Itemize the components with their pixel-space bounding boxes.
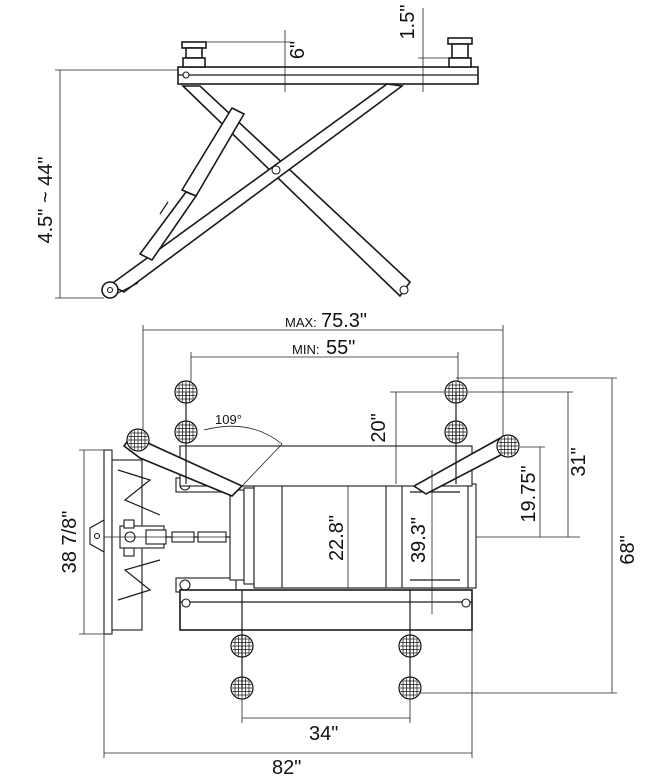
center-pivot [271, 165, 281, 175]
cylinder-bottom-eye [179, 579, 191, 591]
dim-frame-width: 38 7/8" [59, 511, 81, 574]
dim-min-value: 55" [326, 337, 355, 359]
pad-left-side [181, 41, 207, 68]
angle-arc [203, 425, 283, 445]
base-roller-hub [106, 286, 114, 294]
dim-overall-length: 82" [272, 757, 301, 778]
left-linkage-top [117, 469, 161, 516]
dim-top-offset: 6" [287, 41, 309, 59]
dim-angle: 109° [215, 412, 242, 427]
platform-left-panel [281, 483, 387, 589]
base-link [117, 282, 139, 294]
dim-pad-spacing: 34" [309, 723, 338, 745]
dim-arm-offset: 20" [368, 413, 390, 442]
scissor-arm-b [108, 83, 405, 293]
bottom-rail [179, 589, 473, 631]
top-view: MAX: 75.3" MIN: 55" [59, 310, 639, 778]
dim-31: 31" [568, 447, 590, 476]
hydraulic-cylinder [180, 106, 246, 198]
bottom-rail-pin-left [181, 598, 191, 608]
angle-leg [241, 443, 283, 487]
side-view: 4.5" ~ 44" 6" 1.5" [35, 5, 479, 299]
arm-left [122, 430, 244, 497]
foot-pin-right [399, 285, 409, 295]
dim-max-value: 75.3" [321, 310, 367, 332]
dim-overall-depth: 68" [617, 535, 639, 564]
frame-left-bolt [93, 532, 101, 540]
cylinder-collar [159, 201, 169, 215]
pump-tab-bottom [123, 547, 135, 557]
pad-arm-right [496, 434, 520, 458]
upright-left-a [229, 489, 245, 581]
bottom-rail-pin-right [461, 598, 471, 608]
dim-min-label: MIN: [292, 342, 319, 357]
left-linkage-bottom [117, 559, 161, 601]
frame-left-outer [103, 449, 113, 635]
pad-right-side [447, 37, 473, 68]
beam-pin-left [182, 71, 190, 79]
scissor-arm-a [181, 85, 412, 298]
pump-tab-top [123, 519, 135, 529]
dim-height-range: 4.5" ~ 44" [35, 156, 57, 243]
pad-arm-left [126, 428, 150, 452]
dim-pad-height: 1.5" [397, 5, 419, 40]
platform-right-panel [401, 483, 469, 589]
dim-inner-width: 22.8" [326, 515, 348, 561]
upright-left-b [243, 487, 255, 585]
dim-max-label: MAX: [285, 315, 317, 330]
cylinder-rod [138, 191, 198, 262]
dim-19-75: 19.75" [518, 465, 540, 522]
dim-platform-width: 39.3" [408, 517, 430, 563]
